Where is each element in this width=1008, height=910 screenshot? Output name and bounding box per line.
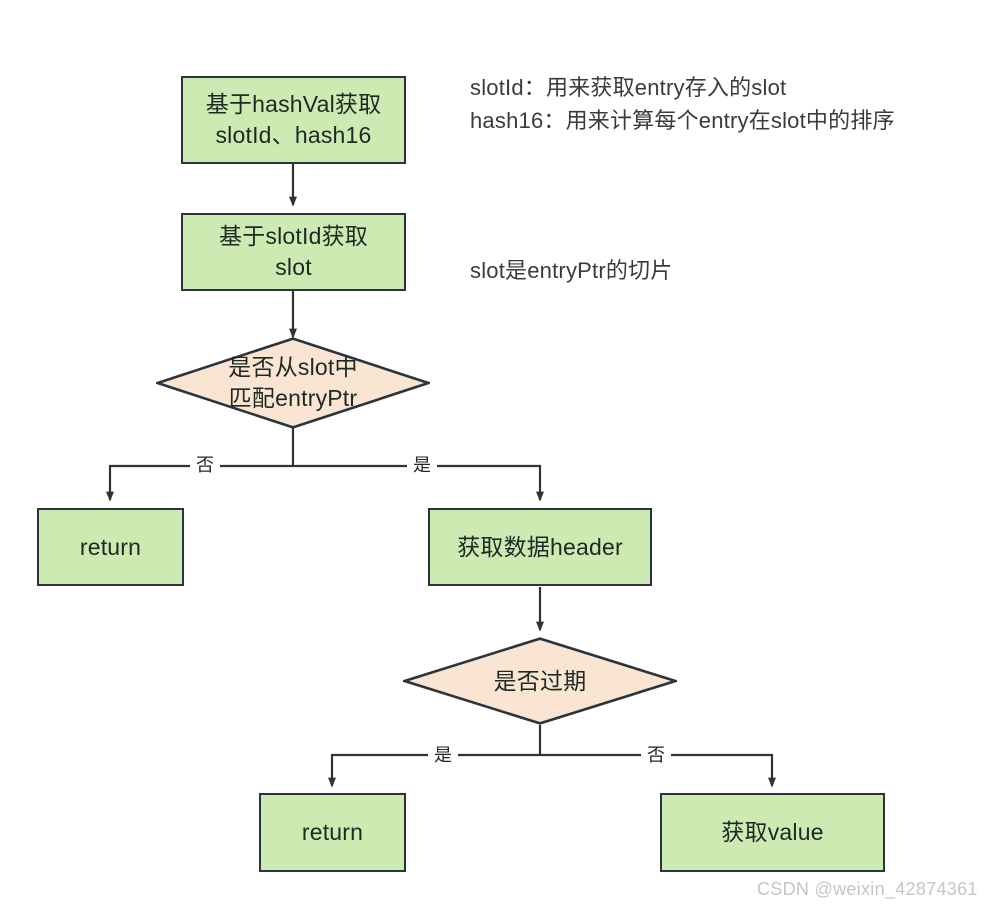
node-get-data-header[interactable]: 获取数据header — [428, 508, 652, 586]
watermark-text: CSDN @weixin_42874361 — [757, 879, 978, 899]
node-get-slot[interactable]: 基于slotId获取 slot — [181, 213, 406, 291]
annotation-slotid-hash16: slotId：用来获取entry存入的slot hash16：用来计算每个ent… — [470, 38, 895, 137]
edge-label-d2-yes: 是 — [428, 745, 458, 765]
node-label: 基于slotId获取 slot — [219, 223, 368, 280]
edge-label-text: 是 — [413, 455, 431, 475]
node-return-no-match[interactable]: return — [37, 508, 184, 586]
node-label: return — [301, 819, 364, 845]
node-label: 是否过期 — [493, 667, 587, 694]
edge-label-text: 否 — [196, 455, 214, 475]
edge-label-text: 是 — [434, 745, 452, 765]
node-label: 获取value — [721, 819, 824, 845]
decision-match-entryptr[interactable]: 是否从slot中 匹配entryPtr — [156, 337, 430, 429]
edge-label-d1-yes: 是 — [407, 455, 437, 475]
annotation-text: slot是entryPtr的切片 — [470, 258, 673, 283]
node-label: 基于hashVal获取 slotId、hash16 — [205, 91, 382, 148]
node-get-value[interactable]: 获取value — [660, 793, 885, 872]
annotation-text: slotId：用来获取entry存入的slot hash16：用来计算每个ent… — [470, 75, 895, 133]
node-label: 获取数据header — [457, 533, 623, 560]
annotation-slot-entryptr: slot是entryPtr的切片 — [470, 221, 672, 287]
edge-label-d1-no: 否 — [190, 455, 220, 475]
node-return-expired[interactable]: return — [259, 793, 406, 872]
csdn-watermark: CSDN @weixin_42874361 — [757, 879, 978, 900]
edge-label-text: 否 — [647, 745, 665, 765]
node-get-slotid-hash16[interactable]: 基于hashVal获取 slotId、hash16 — [181, 76, 406, 164]
diamond-shape — [156, 337, 430, 429]
node-label: return — [79, 533, 142, 560]
edge-label-d2-no: 否 — [641, 745, 671, 765]
node-label: 是否从slot中 匹配entryPtr — [228, 354, 358, 411]
decision-is-expired[interactable]: 是否过期 — [403, 637, 677, 725]
diamond-shape — [403, 637, 677, 725]
